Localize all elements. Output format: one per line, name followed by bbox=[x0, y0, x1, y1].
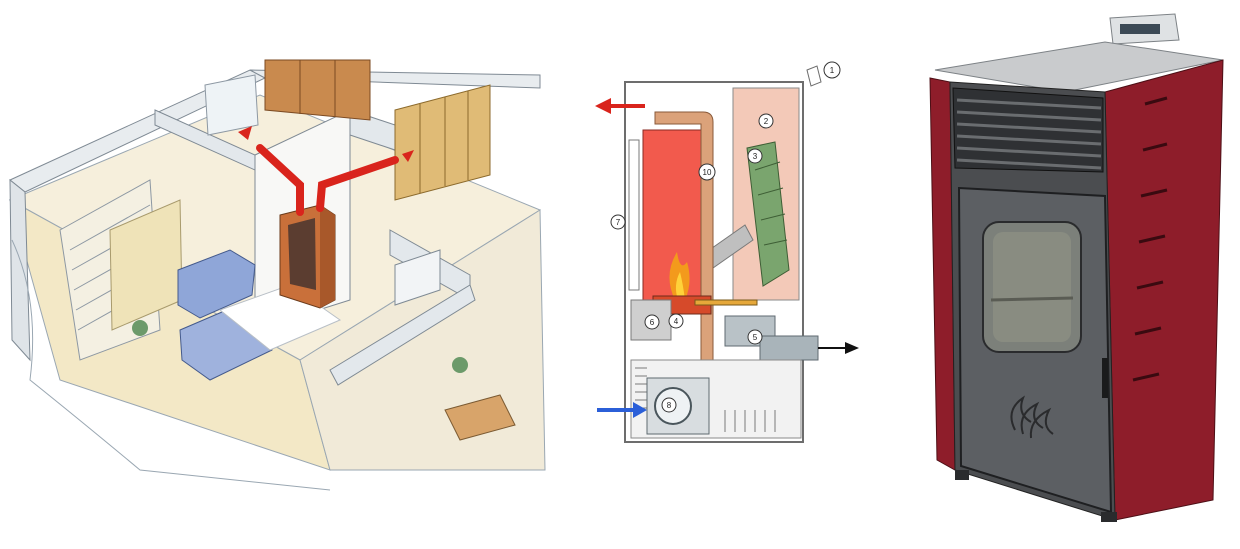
callout-3: 3 bbox=[747, 148, 763, 164]
svg-text:3: 3 bbox=[753, 152, 758, 161]
arrow-icon bbox=[402, 150, 414, 162]
svg-text:5: 5 bbox=[753, 333, 758, 342]
cold-air-arrow bbox=[597, 402, 647, 418]
door-window bbox=[982, 221, 1082, 353]
auger bbox=[746, 141, 790, 287]
arrow-icon bbox=[238, 126, 252, 140]
door-handle bbox=[1102, 358, 1108, 398]
flame-logo-icon bbox=[1010, 395, 1054, 439]
svg-text:2: 2 bbox=[764, 117, 769, 126]
control-panel bbox=[1109, 13, 1180, 45]
svg-text:8: 8 bbox=[667, 401, 672, 410]
top-grille bbox=[952, 87, 1104, 173]
stove-cutaway-diagram: 1 2 3 4 5 6 7 8 bbox=[585, 0, 885, 549]
exhaust-arrow bbox=[818, 342, 859, 354]
warm-air-arrow bbox=[595, 98, 645, 114]
stove-side-panel bbox=[1104, 59, 1224, 521]
cutaway-drawing: 1 2 3 4 5 6 7 8 bbox=[595, 61, 859, 443]
warm-air-ducts bbox=[238, 126, 414, 216]
house-drawing bbox=[8, 59, 546, 491]
house-stove bbox=[279, 204, 336, 309]
callout-10: 10 bbox=[698, 163, 716, 181]
house-illustration bbox=[0, 0, 560, 549]
svg-text:4: 4 bbox=[674, 317, 679, 326]
callout-4: 4 bbox=[668, 313, 684, 329]
stove-render bbox=[929, 13, 1224, 522]
callout-5: 5 bbox=[747, 329, 763, 345]
svg-text:7: 7 bbox=[616, 218, 621, 227]
stove-product-image bbox=[905, 0, 1240, 549]
convection-fan bbox=[646, 377, 710, 435]
callout-8: 8 bbox=[661, 397, 677, 413]
svg-text:1: 1 bbox=[830, 66, 835, 75]
svg-text:10: 10 bbox=[703, 168, 712, 177]
callout-2: 2 bbox=[758, 113, 774, 129]
callout-7: 7 bbox=[610, 214, 626, 230]
svg-text:6: 6 bbox=[650, 318, 655, 327]
callout-1: 1 bbox=[823, 61, 841, 79]
callout-6: 6 bbox=[644, 314, 660, 330]
flame-icon bbox=[669, 252, 690, 300]
